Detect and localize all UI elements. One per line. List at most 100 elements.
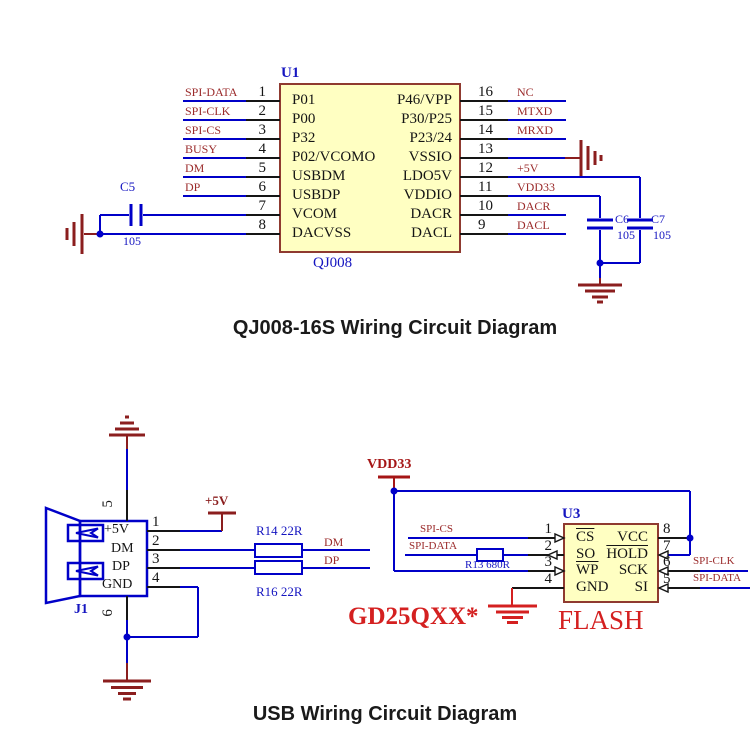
net-label-nc: NC (517, 85, 534, 99)
u3-port-label-gnd: GND (576, 579, 609, 595)
u3-pin-number: 7 (663, 538, 671, 554)
u1-port-label: DACL (411, 225, 452, 241)
u1-port-label: P01 (292, 92, 316, 108)
r13-label: R13 680R (465, 559, 510, 571)
c7-designator: C7 (651, 212, 666, 226)
net-label-dacl: DACL (517, 218, 550, 232)
u1-pin-number: 12 (478, 160, 493, 176)
u1-port-label: P02/VCOMO (292, 149, 376, 165)
u1-left-net-wires (99, 100, 246, 235)
c6-value: 105 (617, 228, 635, 242)
u1-port-label: VCOM (292, 206, 338, 222)
u1-pin-number: 4 (258, 141, 267, 157)
power-label-5v: +5V (205, 493, 229, 508)
j1-pin-number: 1 (152, 514, 160, 530)
j1-net-wires (126, 449, 370, 663)
u1-right-net-wires (508, 100, 641, 278)
ground-symbol-left (65, 214, 100, 254)
net-label-dacr: DACR (517, 199, 551, 213)
u3-pin-number: 4 (544, 571, 553, 587)
u1-left-pin-lines (242, 100, 280, 235)
c5-value: 105 (123, 234, 141, 248)
j1-pin-number: 4 (152, 570, 160, 586)
c6-designator: C6 (615, 212, 630, 226)
u1-pin-number: 13 (478, 141, 493, 157)
u3-port-label-wp: WP (576, 562, 599, 578)
net-label-spi-data-flash-right: SPI-DATA (693, 572, 742, 584)
net-label-busy: BUSY (185, 142, 218, 156)
u1-port-label: DACR (410, 206, 452, 222)
net-label-dm-usb: DM (324, 535, 344, 549)
j1-port-label: GND (102, 577, 133, 592)
net-label-dp-usb: DP (324, 553, 340, 567)
u3-pin-number: 5 (663, 571, 671, 587)
j1-designator: J1 (74, 602, 88, 617)
u1-pin-number: 10 (478, 198, 493, 214)
u1-right-pin-lines (460, 100, 508, 235)
capacitor-c6 (587, 218, 613, 230)
flash-net-wires (393, 490, 750, 589)
ground-symbol-j1-bottom (103, 663, 151, 701)
u1-port-label: LDO5V (402, 168, 452, 184)
r16-label: R16 22R (256, 584, 303, 599)
resistor-r14 (254, 543, 303, 558)
u3-pin-number: 6 (663, 554, 671, 570)
ground-symbol-pin13 (565, 140, 603, 176)
r14-label: R14 22R (256, 523, 303, 538)
u1-port-label: P30/P25 (401, 111, 452, 127)
u1-pin-number: 7 (258, 198, 267, 214)
u1-port-label: P00 (292, 111, 316, 127)
u1-port-label: VDDIO (403, 187, 452, 203)
u3-pin-arrows (546, 532, 669, 594)
usb-connector-j1 (44, 506, 149, 605)
j1-pin6-number: 6 (99, 609, 116, 617)
capacitor-c7 (627, 218, 653, 230)
u1-port-label: USBDM (292, 168, 346, 184)
top-circuit-caption: QJ008-16S Wiring Circuit Diagram (232, 317, 558, 339)
c7-value: 105 (653, 228, 671, 242)
power-symbol-5v (208, 511, 236, 531)
bottom-circuit-caption: USB Wiring Circuit Diagram (252, 703, 518, 725)
j1-pin5-number: 5 (99, 500, 116, 508)
resistor-r16 (254, 560, 303, 575)
u3-ic-body (563, 523, 659, 603)
u1-port-label: P32 (292, 130, 316, 146)
u1-port-label: P46/VPP (396, 92, 452, 108)
u1-pin-number: 11 (478, 179, 493, 195)
net-label-spi-cs: SPI-CS (185, 123, 222, 137)
u1-ic-body (279, 83, 461, 253)
power-label-vdd33: VDD33 (367, 457, 412, 472)
u1-pin-number: 1 (258, 84, 267, 100)
u1-port-label: P23/24 (409, 130, 452, 146)
u1-pin-number: 2 (258, 103, 267, 119)
u1-pin-number: 6 (258, 179, 267, 195)
net-label-spi-cs-flash: SPI-CS (420, 523, 454, 535)
net-label-spi-data: SPI-DATA (185, 85, 238, 99)
capacitor-c5 (129, 204, 143, 226)
j1-port-label: DM (111, 541, 134, 556)
ground-symbol-j1-top (109, 415, 145, 449)
u3-port-label-cs: CS (576, 529, 595, 545)
u1-pin-number: 3 (258, 122, 267, 138)
resistor-r13 (476, 548, 504, 562)
j1-port-label: +5V (104, 522, 130, 537)
net-label-vdd33: VDD33 (517, 180, 555, 194)
u1-pin-number: 14 (478, 122, 493, 138)
ground-symbol-u3 (488, 588, 537, 624)
u1-pin-number: 5 (258, 160, 267, 176)
u3-port-label-vcc: VCC (617, 529, 648, 545)
net-label-plus5v: +5V (517, 161, 539, 175)
flash-type-label: FLASH (558, 605, 644, 635)
u1-pin-number: 15 (478, 103, 493, 119)
net-label-mtxd: MTXD (517, 104, 553, 118)
u3-pin-number: 8 (663, 521, 671, 537)
junction-dots (96, 230, 694, 641)
u1-pin-number: 8 (258, 217, 267, 233)
u3-port-label-so: SO (576, 546, 596, 562)
u1-designator: U1 (281, 65, 300, 81)
u1-part-number: QJ008 (313, 255, 353, 271)
ground-symbol-c6c7 (578, 278, 622, 304)
net-label-spi-clk: SPI-CLK (185, 104, 231, 118)
